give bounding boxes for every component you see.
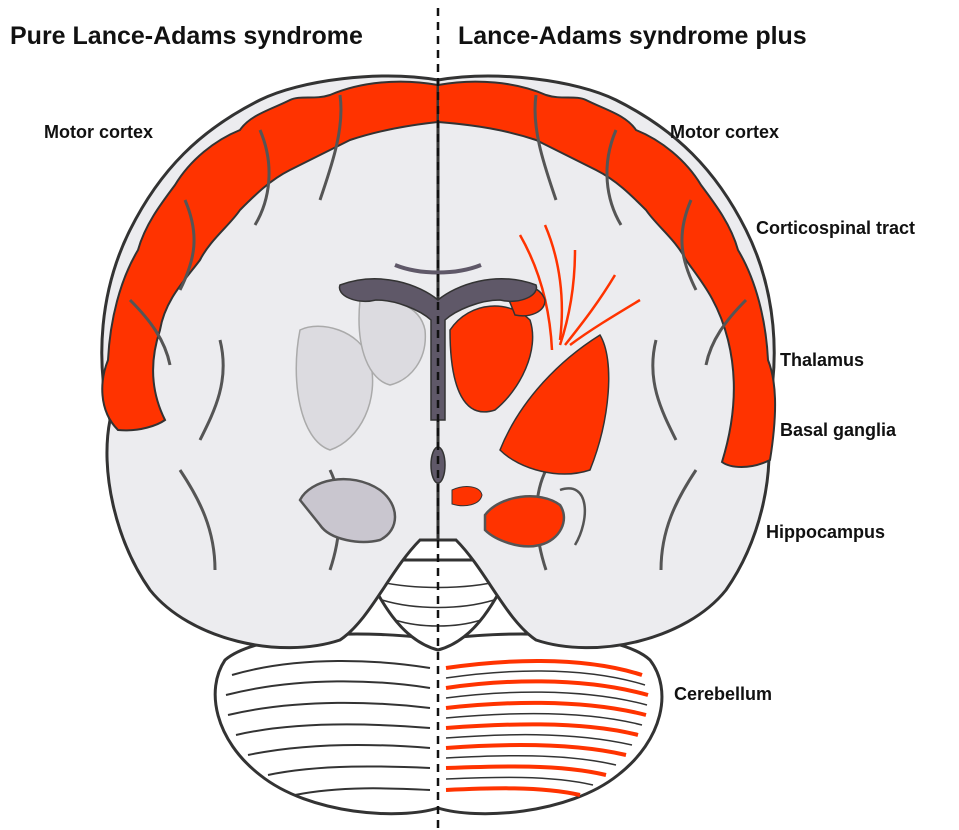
label-cerebellum: Cerebellum: [674, 684, 772, 705]
label-thalamus: Thalamus: [780, 350, 864, 371]
left-hemisphere: [102, 76, 438, 648]
label-right-motor-cortex: Motor cortex: [670, 122, 779, 143]
label-hippocampus: Hippocampus: [766, 522, 885, 543]
right-hippocampus-highlight: [485, 496, 564, 546]
right-hemisphere: [438, 76, 775, 648]
label-basal-ganglia: Basal ganglia: [780, 420, 896, 441]
label-left-motor-cortex: Motor cortex: [44, 122, 153, 143]
label-corticospinal-tract: Corticospinal tract: [756, 218, 915, 239]
